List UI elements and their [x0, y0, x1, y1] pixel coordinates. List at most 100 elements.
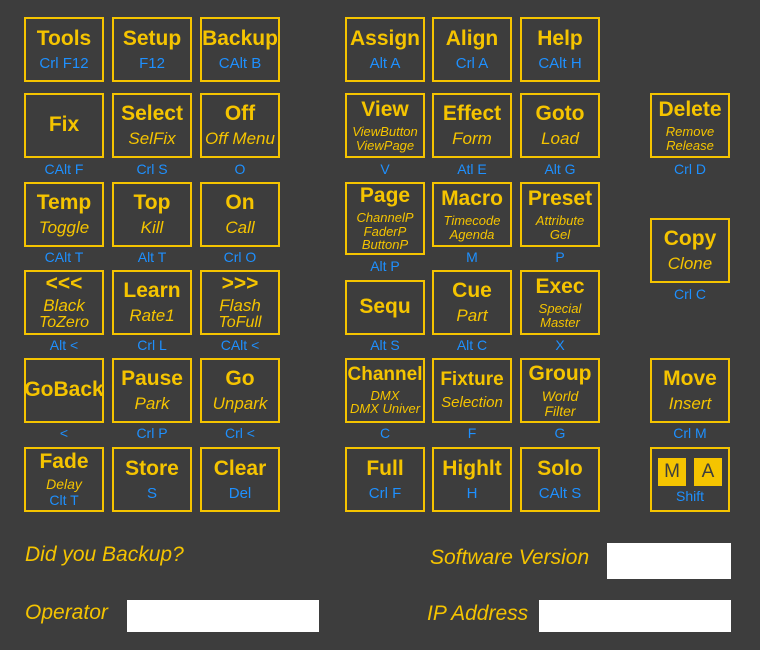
- software-version-label: Software Version: [430, 546, 590, 569]
- fade-key[interactable]: Fade Delay Clt T: [24, 447, 104, 512]
- assign-key[interactable]: Assign Alt A: [345, 17, 425, 82]
- highlt-key[interactable]: Highlt H: [432, 447, 512, 512]
- learn-key[interactable]: Learn Rate1: [112, 270, 192, 335]
- ma-a-box: A: [694, 457, 722, 486]
- page-key[interactable]: Page ChannelP FaderP ButtonP: [345, 182, 425, 255]
- select-key[interactable]: Select SelFix: [112, 93, 192, 158]
- full-key[interactable]: Full Crl F: [345, 447, 425, 512]
- page-key-sub1: ChannelP: [356, 210, 414, 226]
- backup-key[interactable]: Backup CAlt B: [200, 17, 280, 82]
- preset-key-label: Preset: [527, 186, 593, 210]
- prev-key-label: <<<: [45, 272, 83, 296]
- software-version-field[interactable]: [607, 543, 731, 579]
- page-key-shortcut: Alt P: [370, 258, 400, 274]
- store-key-label: Store: [125, 456, 179, 480]
- page-key-sub2: FaderP: [363, 223, 407, 239]
- group-key[interactable]: Group World Filter: [520, 358, 600, 423]
- effect-key[interactable]: Effect Form: [432, 93, 512, 158]
- temp-key[interactable]: Temp Toggle: [24, 182, 104, 247]
- ma-logo: M A: [658, 457, 722, 486]
- ma-shift-key[interactable]: M A Shift: [650, 447, 730, 512]
- preset-key[interactable]: Preset Attribute Gel: [520, 182, 600, 247]
- clear-key[interactable]: Clear Del: [200, 447, 280, 512]
- tools-key[interactable]: Tools Crl F12: [24, 17, 104, 82]
- next-key-sub1: Flash: [219, 296, 261, 316]
- goto-key-shortcut: Alt G: [544, 161, 576, 177]
- cue-key-label: Cue: [452, 279, 492, 303]
- exec-key-label: Exec: [535, 274, 585, 298]
- macro-key-label: Macro: [441, 186, 503, 210]
- ip-address-label: IP Address: [427, 602, 529, 625]
- backup-key-shortcut: CAlt B: [218, 54, 262, 72]
- off-key-label: Off: [224, 102, 256, 126]
- off-key-shortcut: O: [234, 161, 246, 177]
- operator-field[interactable]: [127, 600, 319, 632]
- align-key-shortcut: Crl A: [455, 54, 489, 72]
- fixture-key[interactable]: Fixture Selection: [432, 358, 512, 423]
- solo-key[interactable]: Solo CAlt S: [520, 447, 600, 512]
- goto-key[interactable]: Goto Load: [520, 93, 600, 158]
- select-key-sub: SelFix: [128, 129, 176, 149]
- group-key-shortcut: G: [554, 425, 566, 441]
- on-key[interactable]: On Call: [200, 182, 280, 247]
- preset-key-sub2: Gel: [549, 226, 571, 242]
- store-key[interactable]: Store S: [112, 447, 192, 512]
- help-key-shortcut: CAlt H: [538, 54, 582, 72]
- off-key[interactable]: Off Off Menu: [200, 93, 280, 158]
- move-key[interactable]: Move Insert: [650, 358, 730, 423]
- move-key-shortcut: Crl M: [673, 425, 707, 441]
- copy-key[interactable]: Copy Clone: [650, 218, 730, 283]
- fix-key-label: Fix: [48, 113, 80, 137]
- view-key-label: View: [361, 97, 409, 121]
- pause-key[interactable]: Pause Park: [112, 358, 192, 423]
- prev-key[interactable]: <<< Black ToZero: [24, 270, 104, 335]
- ip-address-field[interactable]: [539, 600, 731, 632]
- view-key[interactable]: View ViewButton ViewPage: [345, 93, 425, 158]
- delete-key[interactable]: Delete Remove Release: [650, 93, 730, 158]
- prev-key-sub2: ToZero: [38, 314, 90, 332]
- highlt-key-label: Highlt: [442, 456, 502, 480]
- copy-key-sub: Clone: [667, 254, 713, 274]
- exec-key[interactable]: Exec Special Master: [520, 270, 600, 335]
- assign-key-shortcut: Alt A: [369, 54, 401, 72]
- effect-key-sub: Form: [452, 129, 492, 149]
- setup-key[interactable]: Setup F12: [112, 17, 192, 82]
- sequ-key[interactable]: Sequ: [345, 280, 425, 335]
- goback-key[interactable]: GoBack: [24, 358, 104, 423]
- clear-key-shortcut: Del: [228, 484, 252, 502]
- align-key[interactable]: Align Crl A: [432, 17, 512, 82]
- delete-key-sub2: Release: [666, 137, 714, 153]
- page-key-label: Page: [359, 184, 411, 208]
- goto-key-label: Goto: [535, 102, 585, 126]
- clear-key-label: Clear: [213, 456, 267, 480]
- assign-key-label: Assign: [349, 26, 420, 50]
- fade-key-sub1: Delay: [46, 476, 82, 493]
- ma-m-box: M: [658, 457, 686, 486]
- go-key[interactable]: Go Unpark: [200, 358, 280, 423]
- exec-key-sub1: Special: [538, 300, 582, 316]
- cue-key-shortcut: Alt C: [456, 337, 488, 353]
- fix-key[interactable]: Fix: [24, 93, 104, 158]
- select-key-shortcut: Crl S: [136, 161, 168, 177]
- cue-key[interactable]: Cue Part: [432, 270, 512, 335]
- top-key[interactable]: Top Kill: [112, 182, 192, 247]
- goto-key-sub: Load: [541, 129, 579, 149]
- fade-key-shortcut: Clt T: [49, 492, 79, 509]
- move-key-label: Move: [663, 367, 717, 391]
- group-key-sub1: World: [541, 387, 579, 404]
- exec-key-shortcut: X: [555, 337, 565, 353]
- go-key-sub: Unpark: [212, 394, 268, 414]
- on-key-label: On: [225, 191, 255, 215]
- next-key[interactable]: >>> Flash ToFull: [200, 270, 280, 335]
- help-key[interactable]: Help CAlt H: [520, 17, 600, 82]
- channel-key[interactable]: Channel DMX DMX Univer: [345, 358, 425, 423]
- temp-key-label: Temp: [36, 191, 92, 215]
- temp-key-sub: Toggle: [38, 218, 90, 238]
- on-key-shortcut: Crl O: [223, 249, 257, 265]
- delete-key-shortcut: Crl D: [674, 161, 706, 177]
- align-key-label: Align: [445, 26, 499, 50]
- tools-key-shortcut: Crl F12: [39, 54, 89, 72]
- macro-key[interactable]: Macro Timecode Agenda: [432, 182, 512, 247]
- fade-key-label: Fade: [39, 450, 89, 474]
- exec-key-sub2: Master: [540, 314, 580, 330]
